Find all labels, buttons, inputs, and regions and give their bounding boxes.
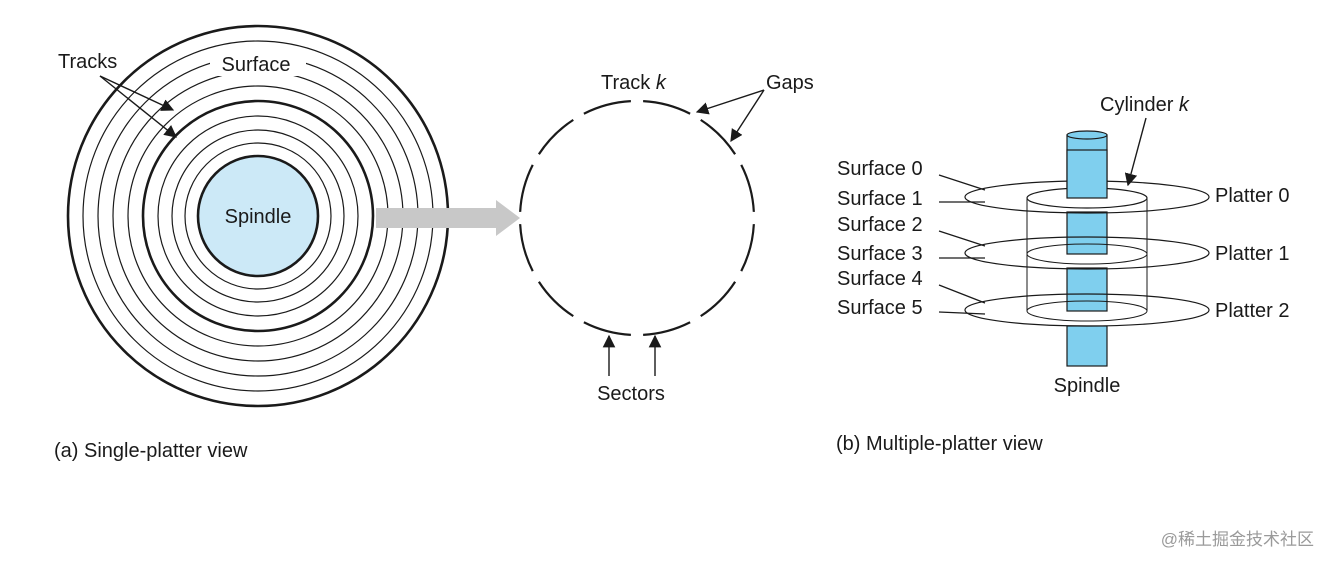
surface-label: Surface xyxy=(222,54,291,76)
surface-3-label: Surface 3 xyxy=(837,243,923,265)
track-sector xyxy=(740,164,755,212)
track-ring xyxy=(184,142,332,290)
track-k-label: Track k xyxy=(601,72,667,94)
platter-2-label: Platter 2 xyxy=(1215,300,1289,322)
surface-2-label: Surface 2 xyxy=(837,214,923,236)
multi-spindle-label: Spindle xyxy=(1054,375,1121,397)
track-sector xyxy=(700,118,737,155)
single-platter-caption: (a) Single-platter view xyxy=(54,440,248,462)
spindle-top-cap xyxy=(1066,130,1108,140)
platter-0-label: Platter 0 xyxy=(1215,185,1289,207)
surface-5-label: Surface 5 xyxy=(837,297,923,319)
surface-pointer xyxy=(938,230,986,247)
track-sector xyxy=(519,164,534,212)
gap-pointer xyxy=(695,89,765,115)
track-sector xyxy=(643,321,691,336)
track-sector xyxy=(643,100,691,115)
multi-platter-caption: (b) Multiple-platter view xyxy=(836,433,1043,455)
spindle-hub xyxy=(196,154,320,278)
surface-4-label: Surface 4 xyxy=(837,268,923,290)
track-sector xyxy=(537,118,574,155)
cylinder-k-pointer xyxy=(1124,117,1147,187)
spindle-bottom-segment xyxy=(1066,325,1108,367)
multi-platter-view: Cylinder k Surface 0 Surface 1 Surface 2… xyxy=(836,94,1289,455)
surface-pointer xyxy=(938,284,986,304)
platter-1 xyxy=(964,236,1210,270)
track-sector xyxy=(740,224,755,272)
track-ring xyxy=(171,129,345,303)
gaps-label: Gaps xyxy=(766,72,814,94)
tracks-label: Tracks xyxy=(58,51,117,73)
tracks-pointer xyxy=(99,75,175,111)
spindle-lower-segment xyxy=(1066,267,1108,312)
spindle-top-segment-front xyxy=(1066,149,1108,199)
tracks-pointer xyxy=(99,75,177,138)
track-ring xyxy=(157,115,359,317)
track-sector xyxy=(537,281,574,318)
track-sector xyxy=(583,321,631,336)
watermark: @稀土掘金技术社区 xyxy=(1161,530,1314,549)
surface-1-label: Surface 1 xyxy=(837,188,923,210)
platter-2 xyxy=(964,293,1210,327)
spindle-mid-segment xyxy=(1066,211,1108,255)
zoom-arrow xyxy=(376,200,520,236)
track-sector xyxy=(519,224,534,272)
track-ring-bold xyxy=(141,99,375,333)
sectors-label: Sectors xyxy=(597,383,665,405)
surface-pointer xyxy=(938,174,986,191)
single-platter-view: Surface Tracks Spindle (a) Single-platte… xyxy=(54,24,450,462)
cylinder-k-label: Cylinder k xyxy=(1100,94,1190,116)
gap-pointer xyxy=(730,89,765,143)
spindle-label: Spindle xyxy=(225,206,292,228)
platter-1-label: Platter 1 xyxy=(1215,243,1289,265)
track-sector xyxy=(700,281,737,318)
track-sector xyxy=(583,100,631,115)
track-detail-view: Track k Gaps Sectors xyxy=(519,72,814,405)
surface-pointer xyxy=(938,311,986,315)
surface-0-label: Surface 0 xyxy=(837,158,923,180)
